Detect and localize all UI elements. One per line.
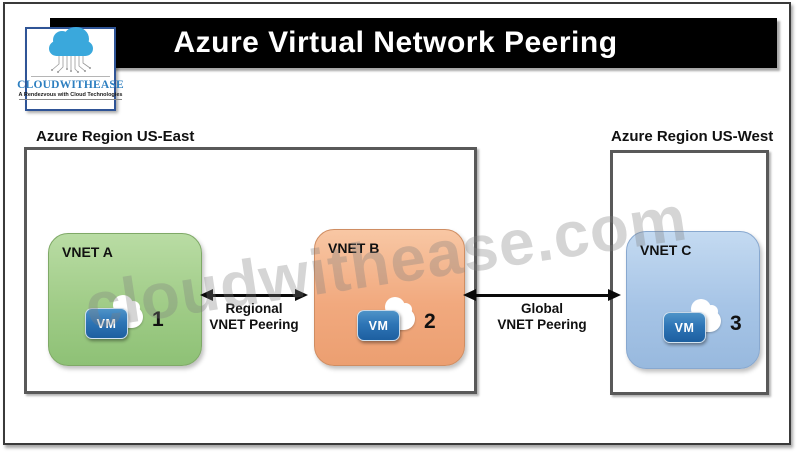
vm-icon: VM <box>663 299 721 344</box>
logo-brand-name: CLOUDWITHEASE <box>17 79 124 91</box>
global-peering-label-line2: VNET Peering <box>497 317 587 332</box>
vm-badge: VM <box>663 312 706 343</box>
vnet-b-label: VNET B <box>328 240 380 256</box>
vm-icon: VM <box>357 297 415 342</box>
arrowhead-right <box>608 289 621 301</box>
page-title: Azure Virtual Network Peering <box>173 26 618 59</box>
vnet-c-box: VNET C VM 3 <box>626 231 760 369</box>
region-label-us-west: Azure Region US-West <box>611 128 774 145</box>
logo-divider <box>31 76 110 77</box>
cloud-icon <box>48 27 93 56</box>
cloudwithease-logo: CLOUDWITHEASE A Rendezvous with Cloud Te… <box>17 27 124 111</box>
logo-tagline: A Rendezvous with Cloud Technologies <box>18 92 123 100</box>
regional-peering-label-line2: VNET Peering <box>209 317 299 332</box>
global-peering-label: Global VNET Peering <box>462 301 622 333</box>
regional-peering-label: Regional VNET Peering <box>186 301 322 333</box>
vm-badge: VM <box>357 310 400 341</box>
regional-peering-label-line1: Regional <box>225 301 283 316</box>
vm-badge: VM <box>85 308 128 339</box>
global-peering-label-line1: Global <box>520 301 563 316</box>
vnet-a-vm-group: VM 1 <box>85 295 164 340</box>
cloud-roots-icon <box>50 56 91 73</box>
vm-icon: VM <box>85 295 143 340</box>
arrowhead-left <box>463 289 476 301</box>
double-headed-arrow-icon <box>200 288 308 302</box>
vnet-c-label: VNET C <box>640 242 692 258</box>
vnet-c-vm-group: VM 3 <box>663 299 742 344</box>
vm-count: 2 <box>424 310 436 333</box>
vm-count: 3 <box>730 312 742 335</box>
vnet-a-label: VNET A <box>62 244 113 260</box>
arrow-shaft <box>211 293 297 297</box>
arrowhead-left <box>200 289 213 301</box>
arrow-shaft <box>474 293 610 297</box>
vnet-a-box: VNET A VM 1 <box>48 233 202 366</box>
region-box-us-east: VNET A VM 1 VNET B VM 2 <box>24 147 477 394</box>
vnet-b-box: VNET B VM 2 <box>314 229 465 366</box>
region-label-us-east: Azure Region US-East <box>36 128 195 145</box>
title-bar: Azure Virtual Network Peering <box>50 18 777 68</box>
vnet-b-vm-group: VM 2 <box>357 297 436 342</box>
double-headed-arrow-icon <box>463 288 621 302</box>
region-box-us-west: VNET C VM 3 <box>610 150 769 395</box>
vm-count: 1 <box>152 308 164 331</box>
arrowhead-right <box>295 289 308 301</box>
